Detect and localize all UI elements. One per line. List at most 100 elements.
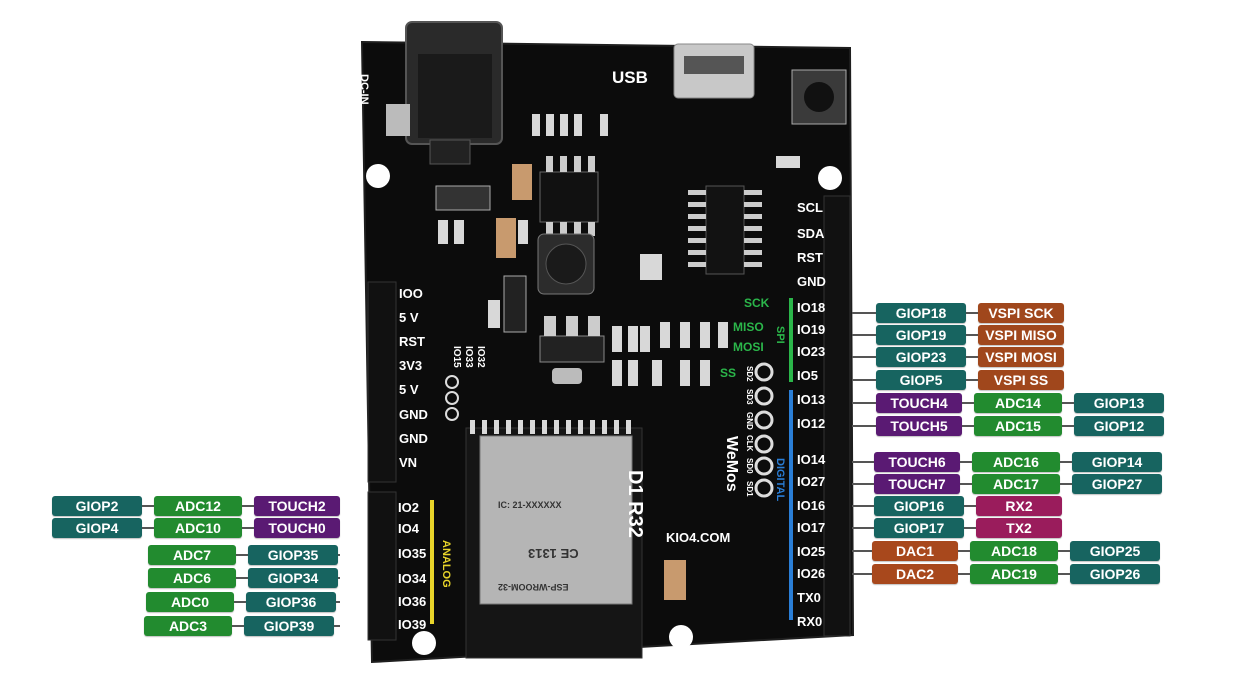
pin-label-io13: IO13 xyxy=(797,392,826,407)
tag-io12-giop: GIOP12 xyxy=(1074,416,1164,436)
spi-label-miso: MISO xyxy=(733,320,764,334)
connector-line xyxy=(852,402,876,404)
smd-components xyxy=(435,114,800,600)
connector-line xyxy=(336,601,340,603)
connector-line xyxy=(142,527,154,529)
tag-io13-touch: TOUCH4 xyxy=(876,393,962,413)
pin-label-scl: SCL xyxy=(797,200,823,215)
vertical-pin-io33: IO33 xyxy=(463,346,474,368)
connector-line xyxy=(852,483,874,485)
connector-line xyxy=(234,601,246,603)
connector-line xyxy=(960,483,972,485)
connector-line xyxy=(966,356,978,358)
tag-io14-giop: GIOP14 xyxy=(1072,452,1162,472)
tag-io27-adc: ADC17 xyxy=(972,474,1060,494)
pin-label-io27: IO27 xyxy=(797,474,826,489)
pin-label-io36: IO36 xyxy=(398,594,427,609)
pin-label-io23: IO23 xyxy=(797,344,826,359)
connector-line xyxy=(966,312,978,314)
pin-label-tx0: TX0 xyxy=(797,590,821,605)
tag-io39-adc: ADC3 xyxy=(144,616,232,636)
right-header-socket xyxy=(823,195,851,637)
tag-io34-adc: ADC6 xyxy=(148,568,236,588)
tag-io25-giop: GIOP25 xyxy=(1070,541,1160,561)
pin-label-rst: RST xyxy=(399,334,425,350)
tag-io2-touch: TOUCH2 xyxy=(254,496,340,516)
tag-io18-giop: GIOP18 xyxy=(876,303,966,323)
pin-label-io35: IO35 xyxy=(398,546,427,561)
connector-line xyxy=(852,356,876,358)
pin-label-io26: IO26 xyxy=(797,566,826,581)
connector-line xyxy=(334,625,340,627)
small-3pin-header xyxy=(445,375,459,421)
pin-label-io5: IO5 xyxy=(797,368,818,383)
tag-io16-giop: GIOP16 xyxy=(874,496,964,516)
connector-line xyxy=(242,527,254,529)
analog-group-label: ANALOG xyxy=(440,540,452,588)
pin-label-io19: IO19 xyxy=(797,322,826,337)
tag-io19-vspi: VSPI MISO xyxy=(978,325,1064,345)
usb-serial-chip xyxy=(688,185,762,275)
digital-group-bar xyxy=(789,390,793,620)
connector-line xyxy=(236,554,248,556)
connector-line xyxy=(852,550,872,552)
tag-io17-uart: TX2 xyxy=(976,518,1062,538)
connector-line xyxy=(242,505,254,507)
connector-line xyxy=(852,573,872,575)
tag-io36-adc: ADC0 xyxy=(146,592,234,612)
tag-io12-adc: ADC15 xyxy=(974,416,1062,436)
spi-label-mosi: MOSI xyxy=(733,340,764,354)
connector-line xyxy=(1062,402,1074,404)
pin-label-5v-a: 5 V xyxy=(399,310,419,326)
tag-io14-adc: ADC16 xyxy=(972,452,1060,472)
connector-line xyxy=(964,505,976,507)
pin-label-gnd-a: GND xyxy=(399,406,428,422)
pin-label-5v-b: 5 V xyxy=(399,382,419,398)
spi-group-label: SPI xyxy=(774,326,786,344)
pin-label-io16: IO16 xyxy=(797,498,826,513)
pin-label-gnd-b: GND xyxy=(399,430,428,446)
inductor xyxy=(537,233,595,295)
tag-io2-giop: GIOP2 xyxy=(52,496,142,516)
pin-label-3v3: 3V3 xyxy=(399,358,423,374)
connector-line xyxy=(232,625,244,627)
connector-line xyxy=(962,425,974,427)
mounting-hole xyxy=(366,164,390,188)
pin-label-gnd: GND xyxy=(797,274,826,289)
connector-line xyxy=(958,573,970,575)
mounting-hole xyxy=(818,166,842,190)
pin-label-io4: IO4 xyxy=(398,521,419,536)
sd-header xyxy=(754,362,774,498)
pin-label-io18: IO18 xyxy=(797,300,826,315)
pin-label-sda: SDA xyxy=(797,226,825,241)
spi-label-sck: SCK xyxy=(744,296,770,310)
tag-io18-vspi: VSPI SCK xyxy=(978,303,1064,323)
connector-line xyxy=(852,379,876,381)
tag-io25-adc: ADC18 xyxy=(970,541,1058,561)
connector-line xyxy=(852,334,876,336)
connector-line xyxy=(852,461,874,463)
tag-io17-giop: GIOP17 xyxy=(874,518,964,538)
connector-line xyxy=(966,379,978,381)
ldo-regulator xyxy=(539,316,605,384)
tag-io35-adc: ADC7 xyxy=(148,545,236,565)
dc-in-label: DC-IN xyxy=(358,74,370,105)
tag-io5-giop: GIOP5 xyxy=(876,370,966,390)
pin-label-vn: VN xyxy=(399,454,418,470)
analog-group-bar xyxy=(430,500,434,624)
site-label: KIO4.COM xyxy=(666,530,731,545)
tag-io36-giop: GIOP36 xyxy=(246,592,336,612)
connector-line xyxy=(852,527,874,529)
mounting-hole xyxy=(669,625,693,649)
pin-label-io17: IO17 xyxy=(797,520,826,535)
tag-io23-vspi: VSPI MOSI xyxy=(978,347,1064,367)
tag-io5-vspi: VSPI SS xyxy=(978,370,1064,390)
pin-label-io25: IO25 xyxy=(797,544,826,559)
tag-io12-touch: TOUCH5 xyxy=(876,416,962,436)
connector-line xyxy=(960,461,972,463)
digital-group-label: DIGITAL xyxy=(774,458,786,502)
connector-line xyxy=(1058,573,1070,575)
spi-group-bar xyxy=(789,298,793,382)
pin-label-io39: IO39 xyxy=(398,617,427,632)
